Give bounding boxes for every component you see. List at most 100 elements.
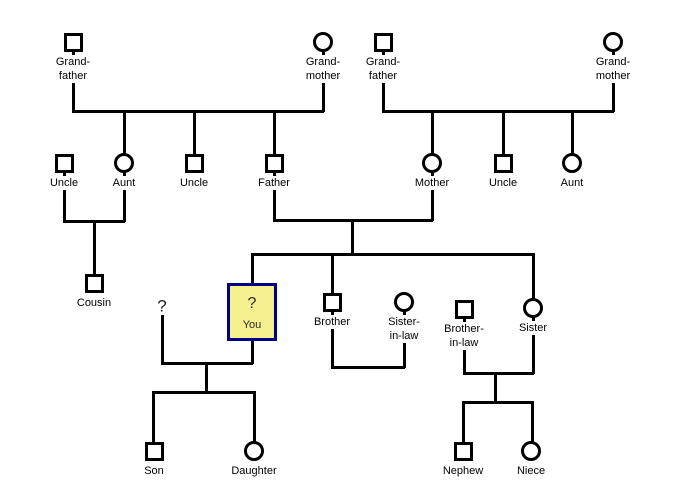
person-brother-in-law-symbol[interactable]	[454, 299, 474, 319]
connector-line	[152, 391, 155, 444]
person-uncle-by-marriage-symbol[interactable]	[54, 153, 74, 173]
connector-line	[123, 171, 126, 222]
person-uncle-maternal-label: Uncle	[486, 176, 520, 190]
person-uncle-by-marriage-label-line: Uncle	[47, 176, 81, 190]
person-aunt-maternal-symbol[interactable]	[562, 153, 582, 173]
connector-line	[251, 253, 534, 256]
connector-line	[532, 253, 535, 301]
connector-line	[382, 110, 614, 113]
person-son-label: Son	[142, 464, 166, 478]
connector-line	[123, 110, 126, 155]
person-niece-label-line: Niece	[514, 464, 548, 478]
person-nephew-label: Nephew	[440, 464, 486, 478]
person-sister-in-law-label: Sister-in-law	[386, 315, 422, 343]
connector-line	[462, 401, 533, 404]
person-nephew-label-line: Nephew	[440, 464, 486, 478]
person-aunt-maternal-label: Aunt	[558, 176, 586, 190]
person-grandfather-maternal-symbol[interactable]	[373, 32, 393, 52]
connector-line	[251, 253, 254, 285]
connector-line	[331, 310, 334, 368]
connector-line	[253, 391, 256, 443]
connector-line	[93, 220, 96, 276]
person-grandmother-paternal-symbol[interactable]	[313, 32, 333, 52]
person-brother-symbol[interactable]	[322, 292, 342, 312]
connector-line	[532, 316, 535, 374]
connector-line	[251, 340, 254, 364]
person-grandmother-maternal-label: Grand-mother	[593, 55, 633, 83]
person-uncle-maternal-symbol[interactable]	[493, 153, 513, 173]
person-mother-label: Mother	[412, 176, 452, 190]
person-uncle-by-marriage-label: Uncle	[47, 176, 81, 190]
person-daughter-label: Daughter	[229, 464, 279, 478]
person-father-label-line: Father	[256, 176, 292, 190]
person-grandfather-paternal-label-line: father	[53, 69, 93, 83]
connector-line	[273, 171, 276, 221]
person-son-symbol[interactable]	[144, 441, 164, 461]
person-son-label-line: Son	[142, 464, 166, 478]
person-brother-in-law-label-line: in-law	[442, 336, 486, 350]
connector-line	[502, 110, 505, 155]
person-grandmother-paternal-label-line: Grand-	[303, 55, 343, 69]
person-father-label: Father	[256, 176, 292, 190]
connector-line	[72, 110, 324, 113]
person-sister-symbol[interactable]	[523, 298, 543, 318]
person-grandfather-paternal-symbol[interactable]	[63, 32, 83, 52]
person-aunt-paternal-label-line: Aunt	[110, 176, 138, 190]
person-uncle-paternal-symbol[interactable]	[184, 153, 204, 173]
connector-line	[431, 110, 434, 155]
person-uncle-paternal-label: Uncle	[177, 176, 211, 190]
connector-line	[494, 372, 497, 403]
connector-line	[152, 391, 255, 394]
person-nephew-symbol[interactable]	[453, 441, 473, 461]
connector-line	[463, 372, 534, 375]
person-aunt-paternal-symbol[interactable]	[114, 153, 134, 173]
connector-line	[331, 366, 405, 369]
person-cousin-label: Cousin	[74, 296, 114, 310]
person-grandfather-maternal-label-line: father	[363, 69, 403, 83]
person-aunt-maternal-label-line: Aunt	[558, 176, 586, 190]
connector-line	[462, 401, 465, 444]
person-brother-in-law-label: Brother-in-law	[442, 322, 486, 350]
connector-line	[193, 110, 196, 155]
connector-line	[161, 315, 164, 364]
connector-line	[63, 171, 66, 222]
person-sister-in-law-label-line: Sister-	[386, 315, 422, 329]
person-you-box[interactable]: ? You	[227, 283, 277, 341]
person-grandfather-maternal-label-line: Grand-	[363, 55, 403, 69]
person-sister-label: Sister	[516, 321, 550, 335]
connector-line	[351, 219, 354, 255]
person-brother-label: Brother	[311, 315, 353, 329]
person-grandmother-maternal-label-line: mother	[593, 69, 633, 83]
unknown-partner-question-mark[interactable]: ?	[157, 296, 167, 316]
connector-line	[205, 362, 208, 393]
person-grandfather-maternal-label: Grand-father	[363, 55, 403, 83]
person-grandmother-maternal-symbol[interactable]	[603, 32, 623, 52]
person-niece-label: Niece	[514, 464, 548, 478]
person-sister-in-law-symbol[interactable]	[394, 292, 414, 312]
person-sister-in-law-label-line: in-law	[386, 329, 422, 343]
person-father-symbol[interactable]	[264, 153, 284, 173]
connector-line	[331, 253, 334, 295]
person-brother-in-law-label-line: Brother-	[442, 322, 486, 336]
connector-line	[273, 110, 276, 155]
person-mother-label-line: Mother	[412, 176, 452, 190]
person-grandmother-paternal-label-line: mother	[303, 69, 343, 83]
person-daughter-label-line: Daughter	[229, 464, 279, 478]
person-uncle-maternal-label-line: Uncle	[486, 176, 520, 190]
person-niece-symbol[interactable]	[521, 441, 541, 461]
person-brother-label-line: Brother	[311, 315, 353, 329]
you-box-label: You	[242, 319, 262, 331]
you-box-question-mark: ?	[247, 295, 257, 312]
person-cousin-symbol[interactable]	[84, 273, 104, 293]
person-mother-symbol[interactable]	[422, 153, 442, 173]
person-cousin-label-line: Cousin	[74, 296, 114, 310]
connector-line	[531, 401, 534, 443]
person-daughter-symbol[interactable]	[244, 441, 264, 461]
person-aunt-paternal-label: Aunt	[110, 176, 138, 190]
connector-line	[431, 171, 434, 221]
person-sister-label-line: Sister	[516, 321, 550, 335]
connector-line	[571, 110, 574, 155]
person-grandmother-maternal-label-line: Grand-	[593, 55, 633, 69]
person-grandfather-paternal-label-line: Grand-	[53, 55, 93, 69]
